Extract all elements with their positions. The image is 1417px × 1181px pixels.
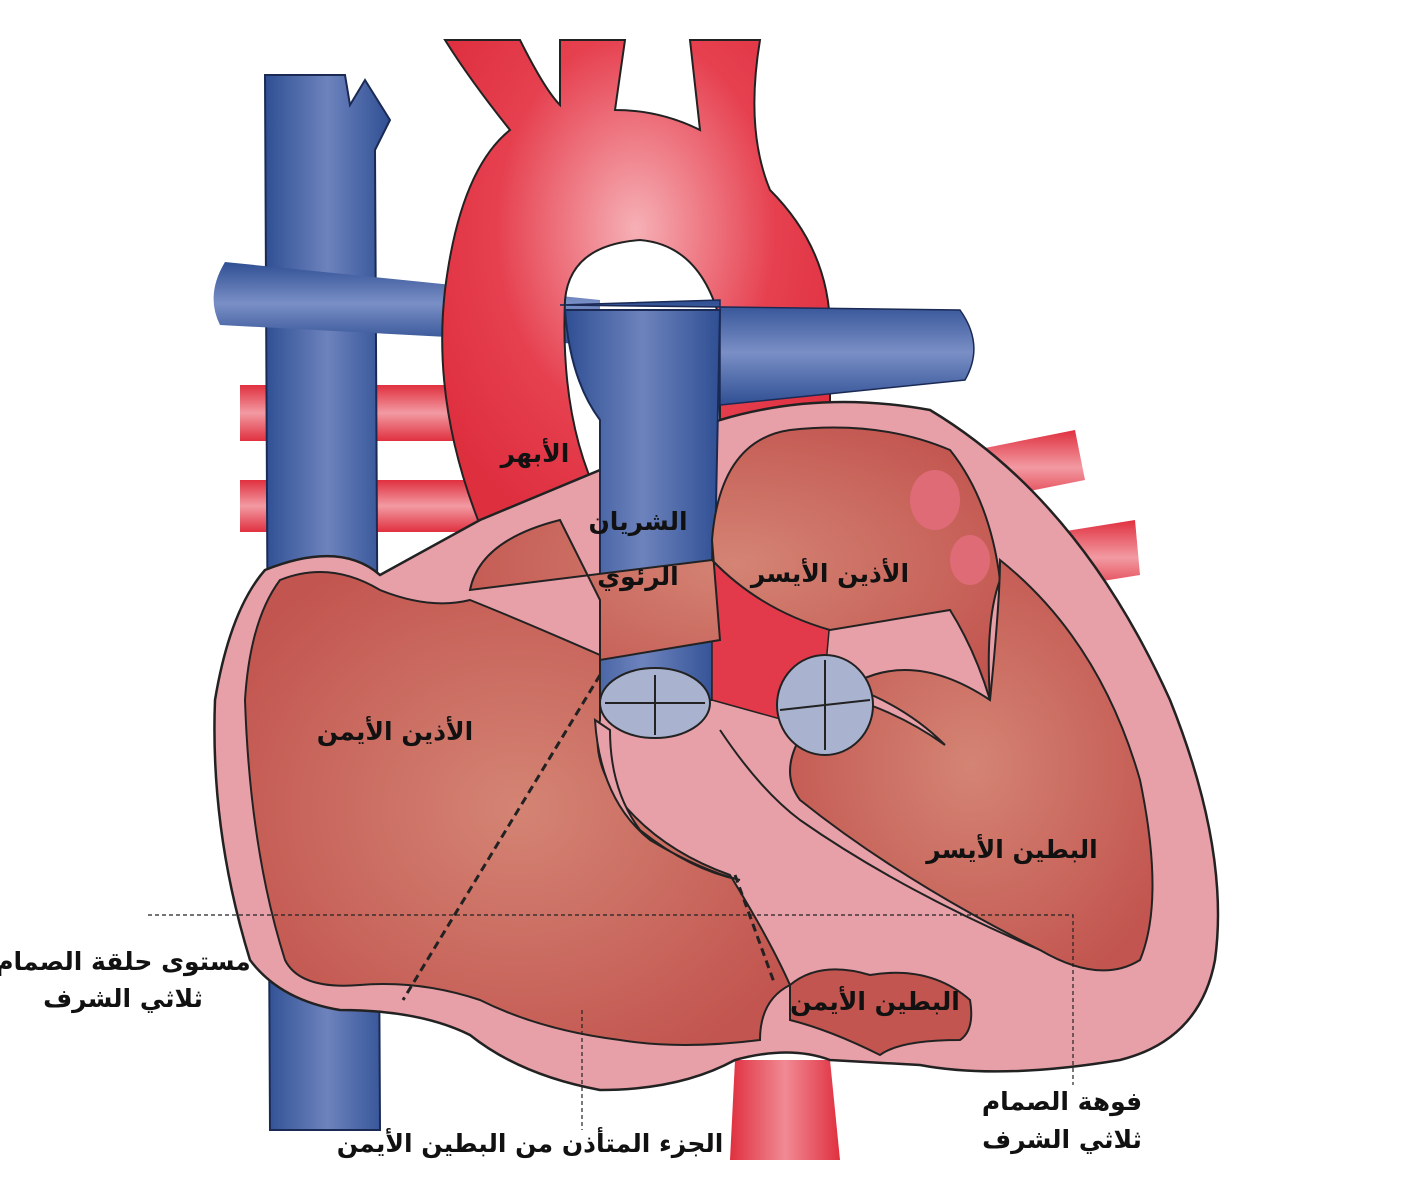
descending-aorta	[730, 1060, 840, 1160]
vein-ostium	[910, 470, 960, 530]
label-right-ventricle: البطين الأيمن	[790, 986, 960, 1017]
label-right-atrium: الأذين الأيمن	[317, 716, 473, 747]
label-valve-orifice-2: ثلاثي الشرف	[982, 1125, 1142, 1155]
right-ventricle-chamber	[789, 968, 973, 1057]
label-pulmonary-artery-2: الرئوي	[597, 562, 678, 592]
label-valve-orifice: فوهة الصمام	[982, 1087, 1142, 1117]
left-atrium-chamber	[468, 426, 1002, 701]
pulmonary-valve	[599, 667, 711, 739]
label-aorta: الأبهر	[499, 438, 570, 469]
mitral-leaflet	[857, 687, 946, 746]
left-ventricle-chamber	[789, 557, 1154, 972]
label-atrialized-rv: الجزء المتأذن من البطين الأيمن	[337, 1127, 724, 1159]
vein-ostium	[950, 535, 990, 585]
pulmonary-branch-right	[559, 299, 975, 406]
septum-line	[719, 729, 1041, 951]
annotation-lines	[148, 674, 1074, 1130]
tricuspid-leaflet	[593, 718, 741, 881]
label-left-atrium: الأذين الأيسر	[749, 558, 909, 589]
label-pulmonary-artery: الشريان	[588, 507, 687, 537]
label-annulus-level: مستوى حلقة الصمام	[0, 947, 251, 977]
label-left-ventricle: البطين الأيسر	[924, 834, 1097, 865]
aortic-valve	[776, 654, 874, 756]
label-annulus-level-2: ثلاثي الشرف	[43, 984, 203, 1014]
